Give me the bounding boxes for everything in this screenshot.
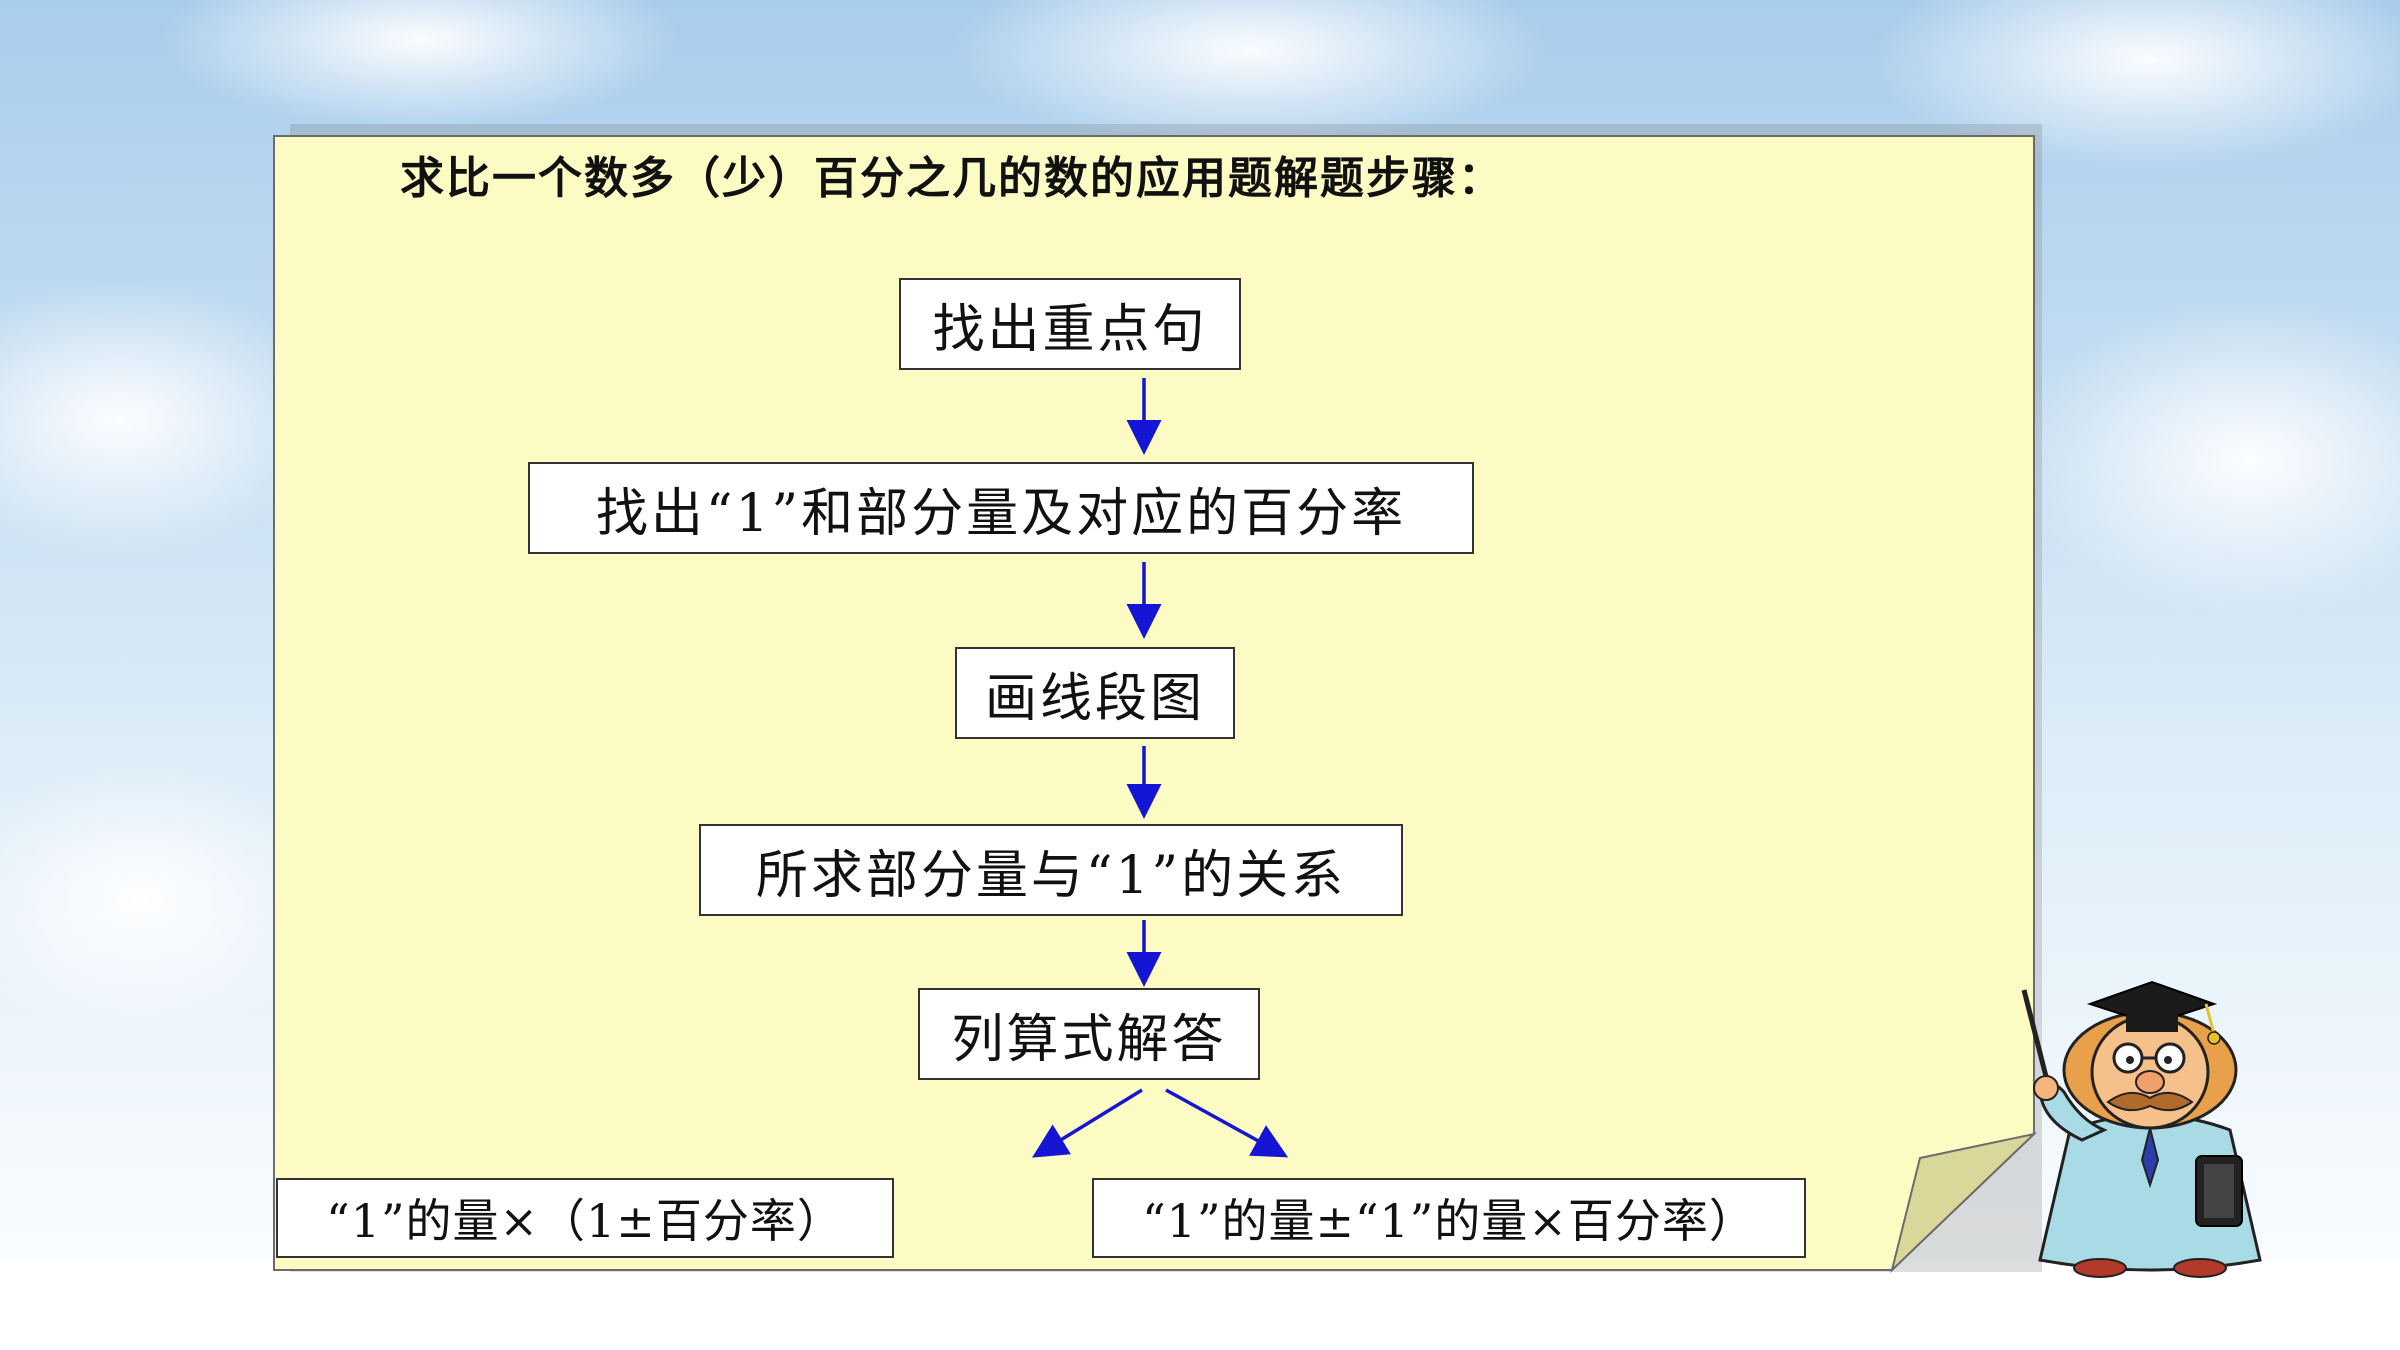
professor-illustration xyxy=(2021,980,2262,1278)
step-box-find-unit-and-part: 找出“1”和部分量及对应的百分率 xyxy=(528,462,1474,554)
step-box-draw-line-diagram: 画线段图 xyxy=(955,647,1235,739)
step-box-write-equation: 列算式解答 xyxy=(918,988,1260,1080)
step-box-find-key-sentence: 找出重点句 xyxy=(899,278,1241,370)
step-box-part-unit-relation: 所求部分量与“1”的关系 xyxy=(699,824,1403,916)
result-box-multiply: “1”的量×（1±百分率） xyxy=(276,1178,894,1258)
page-title: 求比一个数多（少）百分之几的数的应用题解题步骤： xyxy=(400,153,1504,204)
result-box-add-subtract: “1”的量±“1”的量×百分率） xyxy=(1092,1178,1806,1258)
